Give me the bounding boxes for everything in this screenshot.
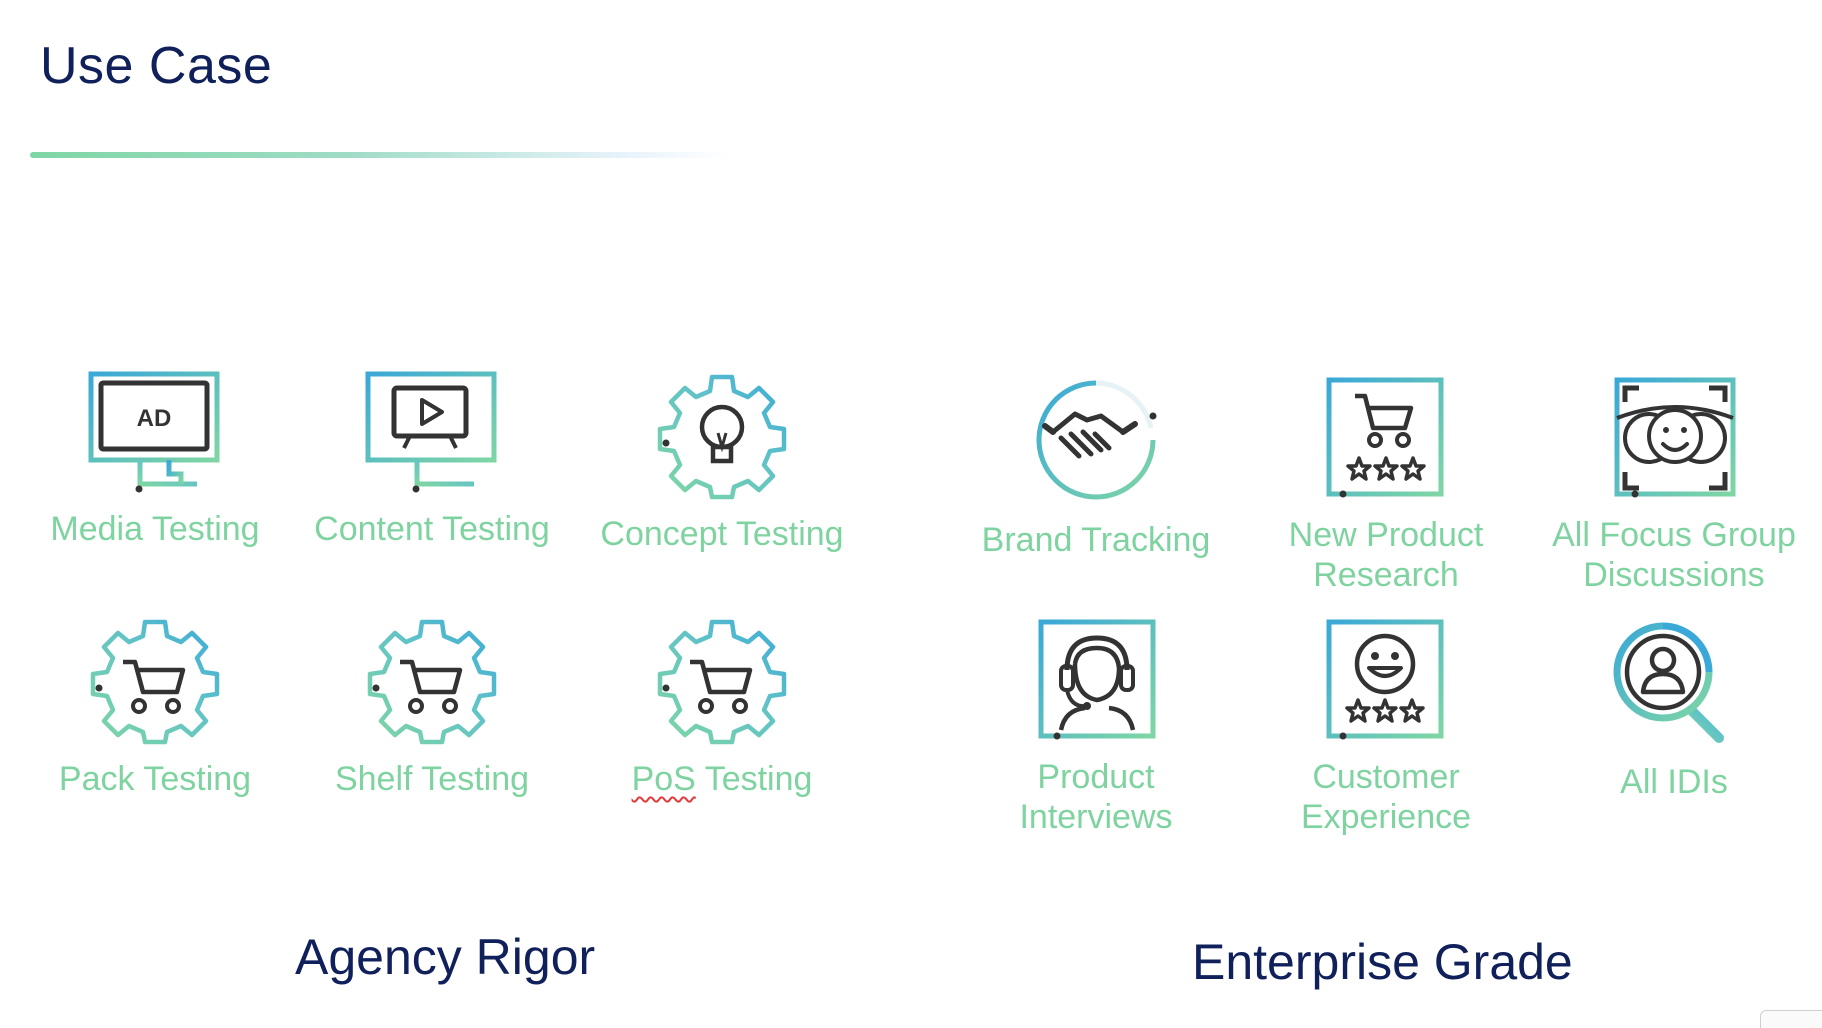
tile-content-testing[interactable]: Content Testing (292, 370, 572, 549)
tile-label: Content Testing (314, 510, 550, 548)
gear-cart-icon (90, 619, 220, 745)
tile-concept-testing[interactable]: Concept Testing (582, 370, 862, 554)
handshake-icon (1036, 380, 1157, 500)
tile-shelf-testing[interactable]: Shelf Testing (292, 615, 572, 799)
tile-label: Product Interviews (1019, 758, 1173, 836)
title-underline (30, 152, 730, 158)
tile-all-focus-group-discussions[interactable]: All Focus Group Discussions (1534, 376, 1814, 595)
headset-person-icon (1038, 619, 1156, 740)
group-title-enterprise-grade: Enterprise Grade (1192, 934, 1573, 990)
tile-brand-tracking[interactable]: Brand Tracking (956, 376, 1236, 560)
tile-label: PoS Testing (582, 759, 862, 799)
gear-cart-icon (367, 619, 497, 745)
corner-popup[interactable] (1760, 1010, 1822, 1028)
video-monitor-icon (365, 371, 497, 493)
tile-media-testing[interactable]: AD Media Testing (15, 370, 295, 549)
label-suffix: Testing (704, 760, 813, 798)
tile-label: Media Testing (50, 510, 260, 548)
tile-customer-experience[interactable]: Customer Experience (1246, 618, 1526, 837)
tile-label: Shelf Testing (334, 760, 530, 798)
cart-rating-icon (1326, 377, 1444, 498)
svg-text:AD: AD (137, 405, 172, 432)
tile-all-idis[interactable]: All IDIs (1534, 618, 1814, 802)
gear-cart-icon (657, 619, 787, 745)
tile-label: Customer Experience (1300, 758, 1472, 836)
group-title-agency-rigor: Agency Rigor (295, 929, 596, 985)
tile-label: All Focus Group Discussions (1552, 516, 1796, 594)
tile-label: All IDIs (1620, 763, 1728, 801)
gear-lightbulb-icon (657, 374, 787, 500)
label-prefix: PoS (631, 760, 696, 798)
tile-label: Concept Testing (600, 515, 844, 553)
user-search-icon (1613, 622, 1724, 743)
tile-new-product-research[interactable]: New Product Research (1246, 376, 1526, 595)
focus-group-icon (1614, 377, 1736, 498)
page-title: Use Case (40, 37, 273, 95)
tile-pack-testing[interactable]: Pack Testing (15, 615, 295, 799)
ad-monitor-icon: AD (88, 371, 220, 493)
tile-label: Pack Testing (58, 760, 252, 798)
tile-product-interviews[interactable]: Product Interviews (956, 618, 1236, 837)
smiley-rating-icon (1326, 619, 1444, 740)
tile-pos-testing[interactable]: PoS Testing (582, 615, 862, 799)
tile-label: Brand Tracking (981, 521, 1211, 559)
tile-label: New Product Research (1288, 516, 1484, 594)
